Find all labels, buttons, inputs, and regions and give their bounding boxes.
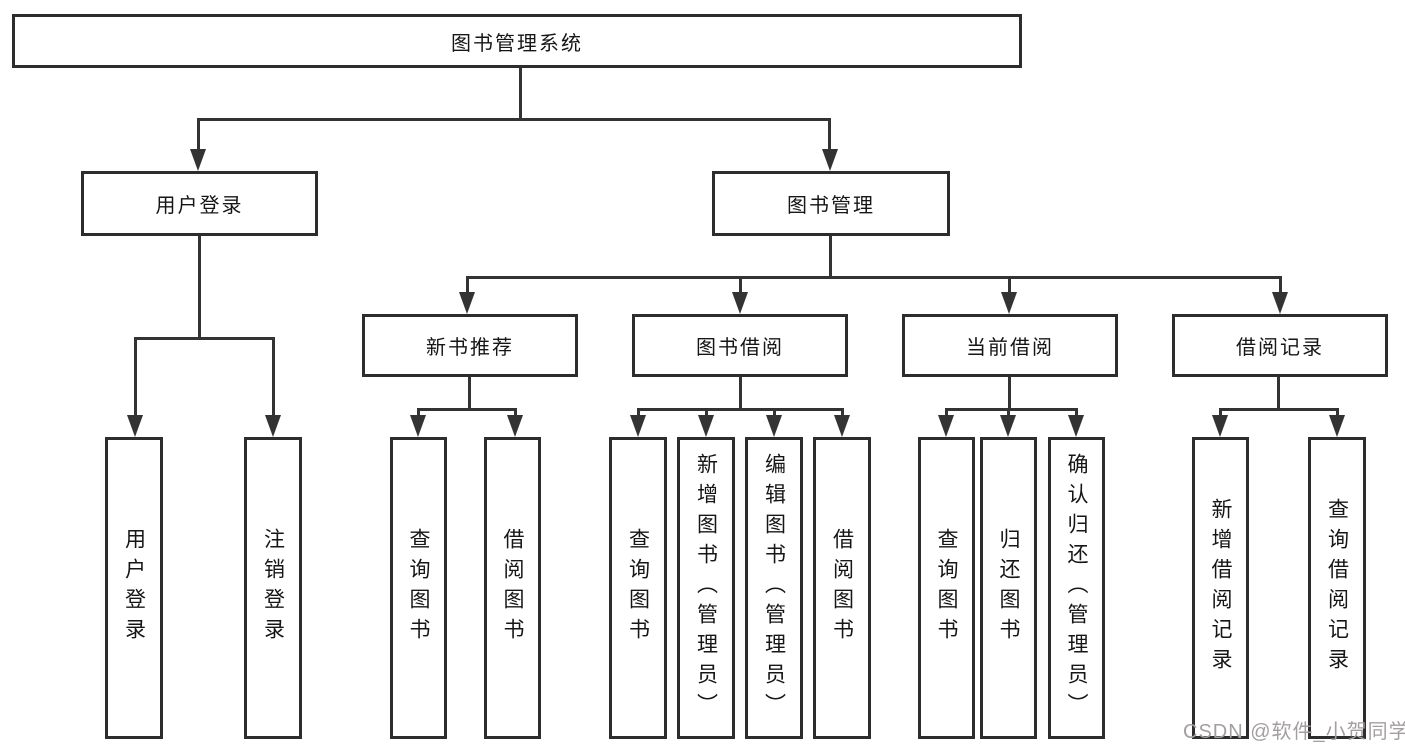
- arrow-down-icon: [822, 149, 838, 171]
- leaf-borrow-books-recommend-label: 借阅图书: [501, 528, 524, 648]
- arrow-down-icon: [698, 415, 714, 437]
- connector-book-borrowing-stem: [739, 376, 742, 411]
- connector-borrowing-records-hline: [1219, 408, 1338, 411]
- connector-drop-leaf: [514, 408, 517, 420]
- arrow-down-icon: [1212, 415, 1228, 437]
- leaf-borrow-books: 借阅图书: [813, 437, 871, 739]
- connector-drop-login-leaf: [134, 337, 137, 419]
- node-borrowing-records-label: 借阅记录: [1236, 337, 1324, 359]
- node-library-management-system: 图书管理系统: [12, 14, 1022, 68]
- connector-drop-leaf: [1219, 408, 1222, 420]
- node-book-management-label: 图书管理: [787, 195, 875, 217]
- connector-drop-leaf: [945, 408, 948, 420]
- connector-drop-leaf: [773, 408, 776, 420]
- leaf-query-books-recommend-label: 查询图书: [407, 528, 430, 648]
- node-book-management: 图书管理: [712, 171, 950, 236]
- leaf-query-books-recommend: 查询图书: [390, 437, 447, 739]
- connector-book-management-stem: [829, 235, 832, 279]
- leaf-logout: 注销登录: [244, 437, 302, 739]
- leaf-return-books-label: 归还图书: [997, 528, 1020, 648]
- arrow-down-icon: [507, 415, 523, 437]
- connector-drop-leaf: [1075, 408, 1078, 420]
- leaf-add-borrow-record-label: 新增借阅记录: [1209, 498, 1232, 678]
- connector-drop-leaf: [637, 408, 640, 420]
- node-book-borrowing: 图书借阅: [632, 314, 848, 377]
- leaf-user-login-label: 用户登录: [122, 528, 146, 648]
- leaf-return-books: 归还图书: [980, 437, 1037, 739]
- node-user-login: 用户登录: [81, 171, 318, 236]
- leaf-query-books-current: 查询图书: [918, 437, 975, 739]
- arrow-down-icon: [459, 292, 475, 314]
- node-borrowing-records: 借阅记录: [1172, 314, 1388, 377]
- connector-drop-leaf: [417, 408, 420, 420]
- arrow-down-icon: [834, 415, 850, 437]
- connector-drop-book-borrowing: [739, 276, 742, 296]
- connector-current-borrowing-stem: [1008, 376, 1011, 411]
- node-book-borrowing-label: 图书借阅: [696, 337, 784, 359]
- leaf-user-login: 用户登录: [105, 437, 163, 739]
- arrow-down-icon: [766, 415, 782, 437]
- leaf-query-books-borrowing: 查询图书: [609, 437, 667, 739]
- connector-user-login-stem: [198, 235, 201, 340]
- node-library-management-system-label: 图书管理系统: [451, 32, 583, 55]
- arrow-down-icon: [265, 415, 281, 437]
- connector-book-borrowing-hline: [637, 408, 843, 411]
- connector-drop-logout-leaf: [272, 337, 275, 419]
- leaf-borrow-books-label: 借阅图书: [830, 528, 854, 648]
- node-current-borrowing-label: 当前借阅: [966, 337, 1054, 359]
- arrow-down-icon: [938, 415, 954, 437]
- leaf-add-borrow-record: 新增借阅记录: [1192, 437, 1249, 739]
- connector-user-login-hline: [134, 337, 275, 340]
- connector-current-borrowing-hline: [945, 408, 1077, 411]
- connector-new-book-stem: [468, 376, 471, 411]
- connector-drop-leaf: [841, 408, 844, 420]
- leaf-query-borrow-record: 查询借阅记录: [1308, 437, 1366, 739]
- arrow-down-icon: [410, 415, 426, 437]
- leaf-add-books-admin: 新增图书（管理员）: [677, 437, 735, 739]
- leaf-confirm-return-admin: 确认归还（管理员）: [1048, 437, 1105, 739]
- connector-level3-hline: [466, 276, 1282, 279]
- connector-borrowing-records-stem: [1277, 376, 1280, 411]
- connector-level2-hline: [197, 118, 831, 121]
- leaf-query-books-borrowing-label: 查询图书: [626, 528, 650, 648]
- connector-root-stem: [519, 67, 522, 120]
- leaf-add-books-admin-label: 新增图书（管理员）: [694, 453, 718, 723]
- node-user-login-label: 用户登录: [155, 195, 244, 217]
- connector-drop-borrowing-records: [1279, 276, 1282, 296]
- node-new-book-recommend-label: 新书推荐: [426, 337, 514, 359]
- arrow-down-icon: [1001, 292, 1017, 314]
- arrow-down-icon: [630, 415, 646, 437]
- node-current-borrowing: 当前借阅: [902, 314, 1118, 377]
- leaf-query-books-current-label: 查询图书: [935, 528, 958, 648]
- arrow-down-icon: [190, 149, 206, 171]
- connector-drop-book-management: [828, 118, 831, 154]
- connector-drop-current-borrowing: [1008, 276, 1011, 296]
- leaf-query-borrow-record-label: 查询借阅记录: [1325, 498, 1349, 678]
- leaf-logout-label: 注销登录: [261, 528, 285, 648]
- connector-new-book-hline: [417, 408, 517, 411]
- connector-drop-new-book: [466, 276, 469, 296]
- arrow-down-icon: [1000, 415, 1016, 437]
- csdn-watermark: CSDN @软件_小贺同学: [1183, 721, 1405, 743]
- connector-drop-leaf: [1336, 408, 1339, 420]
- leaf-edit-books-admin: 编辑图书（管理员）: [745, 437, 803, 739]
- arrow-down-icon: [1068, 415, 1084, 437]
- leaf-confirm-return-admin-label: 确认归还（管理员）: [1065, 453, 1088, 723]
- arrow-down-icon: [1329, 415, 1345, 437]
- arrow-down-icon: [1272, 292, 1288, 314]
- connector-drop-leaf: [1007, 408, 1010, 420]
- arrow-down-icon: [732, 292, 748, 314]
- connector-drop-user-login: [197, 118, 200, 154]
- arrow-down-icon: [127, 415, 143, 437]
- connector-drop-leaf: [705, 408, 708, 420]
- node-new-book-recommend: 新书推荐: [362, 314, 578, 377]
- leaf-borrow-books-recommend: 借阅图书: [484, 437, 541, 739]
- leaf-edit-books-admin-label: 编辑图书（管理员）: [762, 453, 786, 723]
